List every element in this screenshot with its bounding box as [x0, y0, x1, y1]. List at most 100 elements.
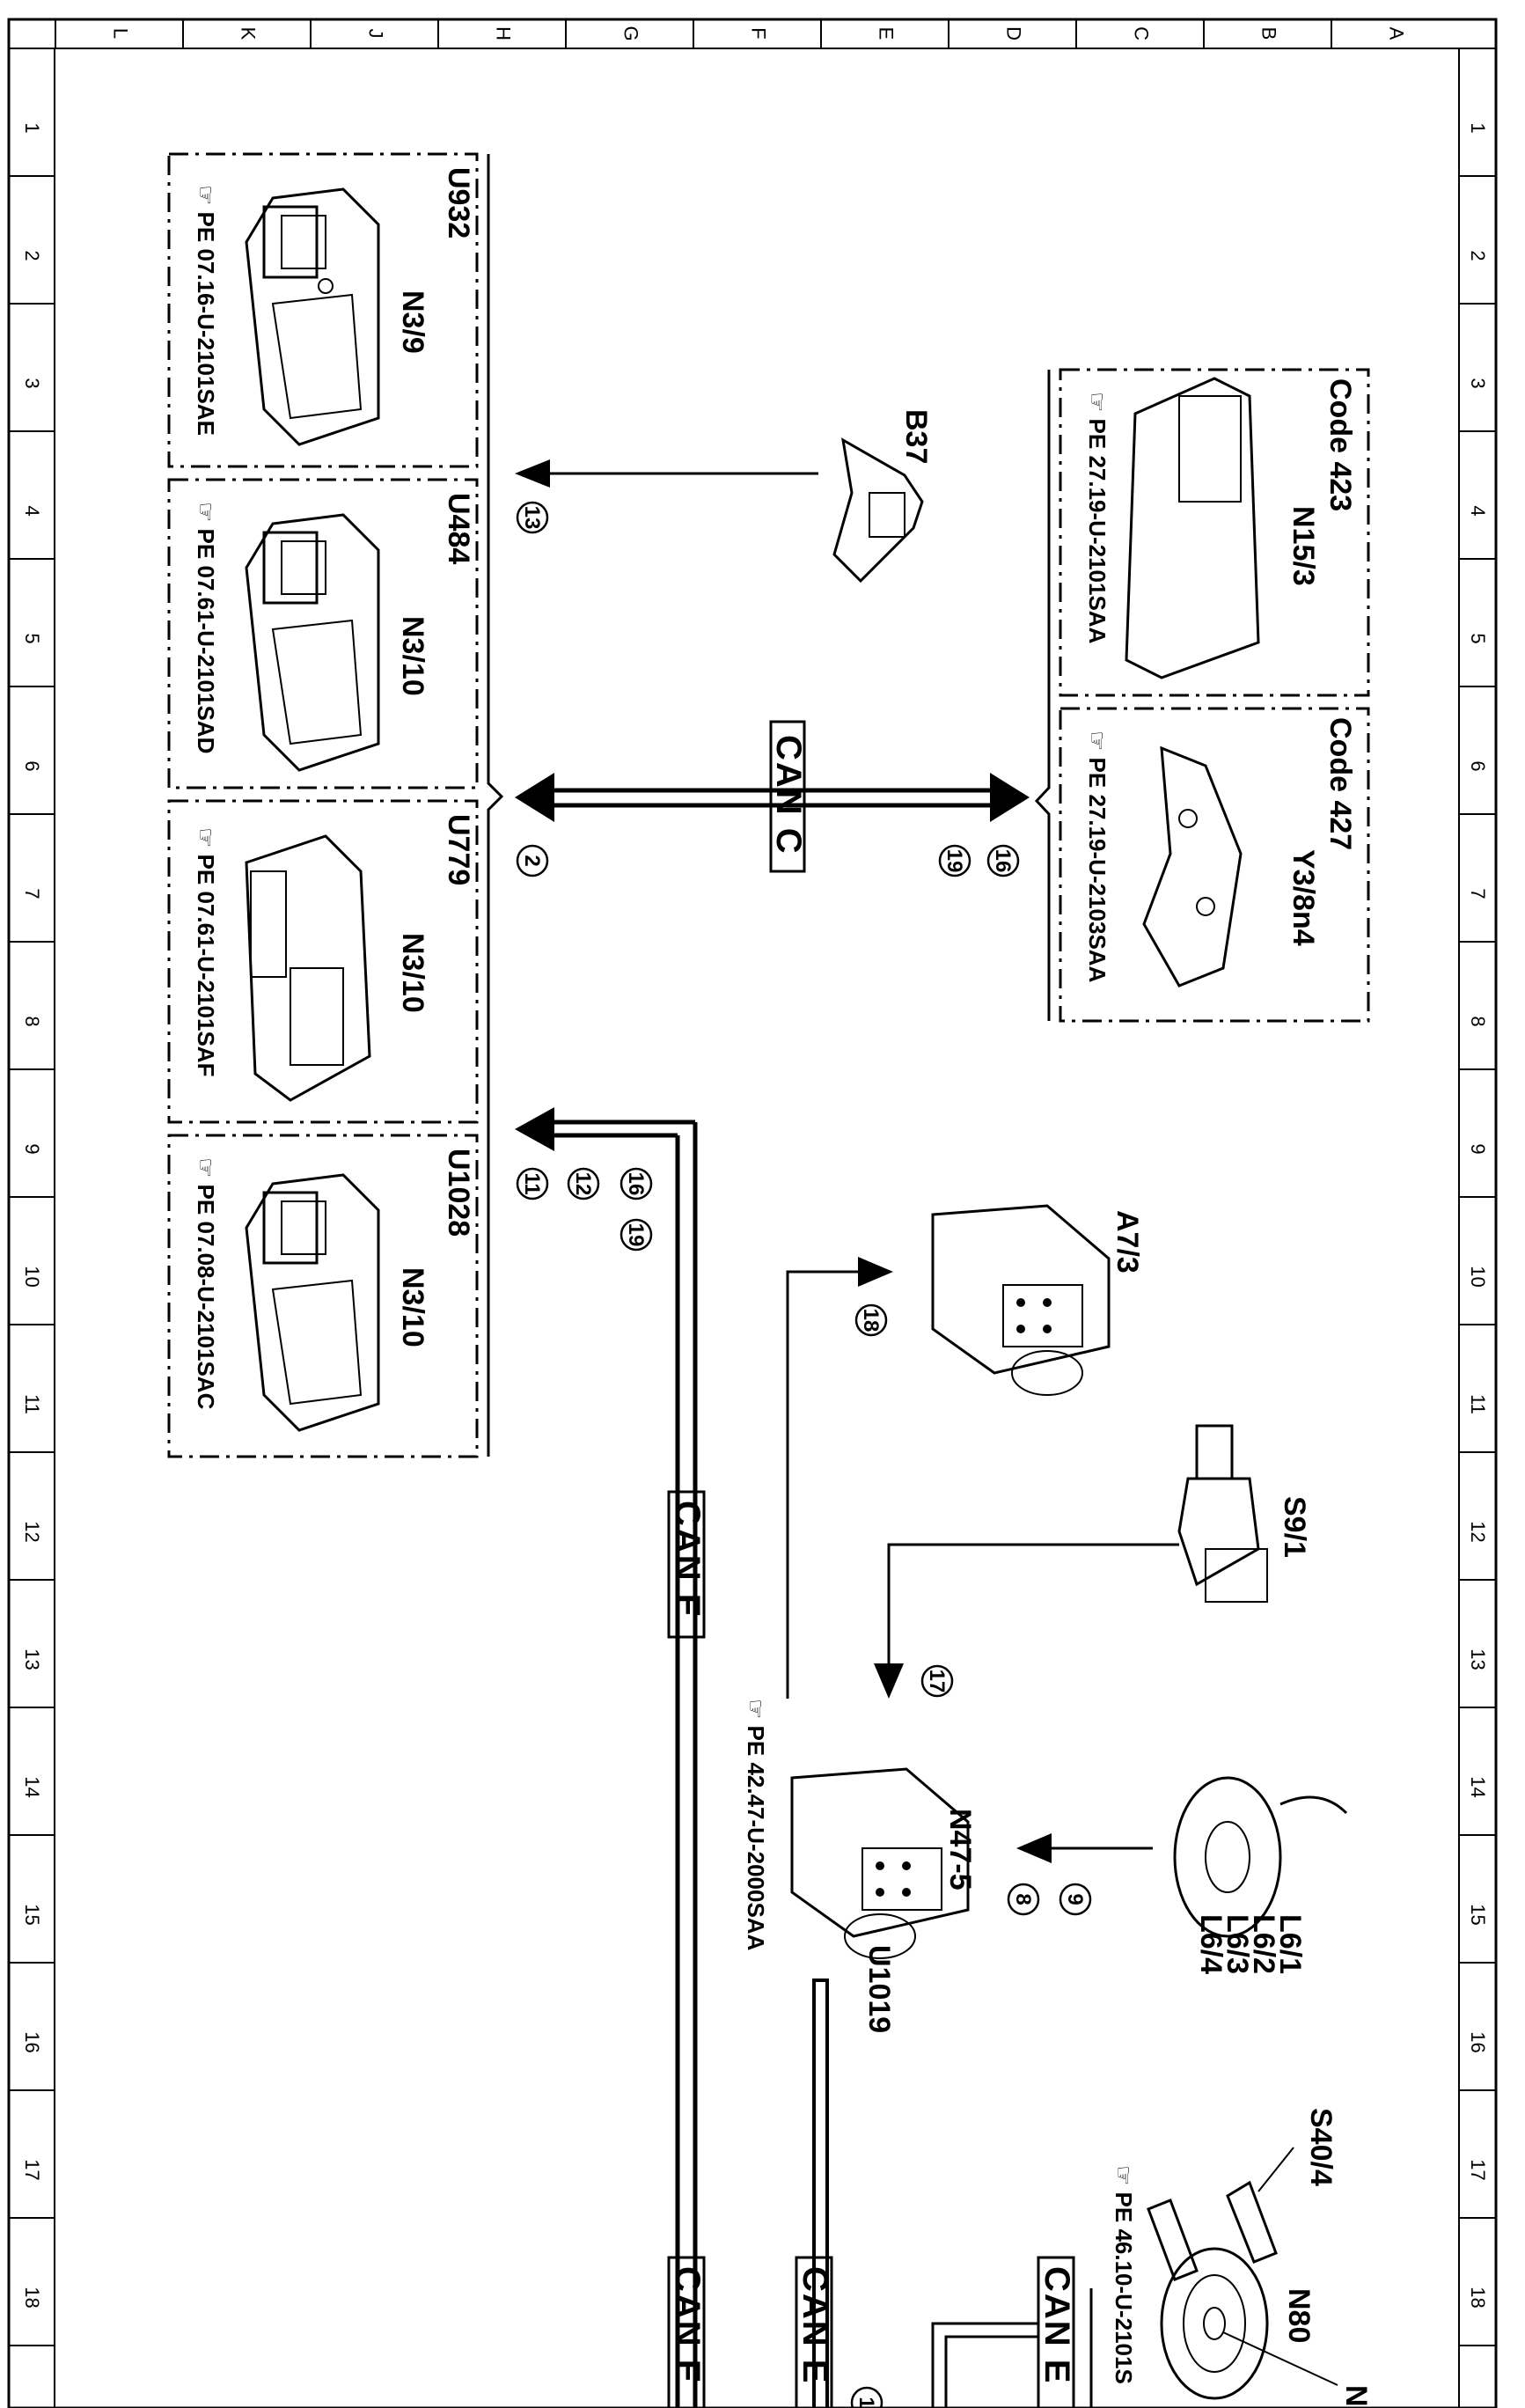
svg-text:1: 1 — [854, 2397, 878, 2408]
column-label: A — [1386, 27, 1408, 40]
row-label: 11 — [21, 1394, 43, 1414]
n80-label: N80 — [1282, 2288, 1316, 2343]
module-u779: U779 N3/10 ☞ PE 07.61-U-2101SAF — [167, 799, 479, 1124]
n47-ref: ☞ PE 42.47-U-2000SAA — [743, 1699, 769, 1951]
row-label: 1 — [21, 122, 43, 133]
signal-8: 8 — [1007, 1883, 1040, 1916]
module-id: U932 — [442, 167, 475, 239]
code-component: Y3/8n4 — [1287, 849, 1320, 946]
row-label: 7 — [21, 888, 43, 899]
hydraulic-unit-icon — [931, 1204, 1111, 1396]
module-component: N3/10 — [396, 933, 429, 1013]
row-label: 13 — [21, 1648, 43, 1670]
tone-wheel-icon — [1173, 1776, 1348, 1938]
s9-1-label: S9/1 — [1278, 1496, 1311, 1558]
row-label: 16 — [1467, 2031, 1489, 2052]
modules-bracket — [487, 154, 504, 1457]
column-label: E — [876, 27, 898, 40]
signal-2: 2 — [516, 844, 549, 877]
component-s9-1: S9/1 — [1177, 1424, 1311, 1603]
column-label: G — [620, 26, 642, 40]
signal-19b: 19 — [620, 1218, 653, 1252]
s9-1-wire — [887, 1543, 1179, 1663]
row-label: 4 — [21, 505, 43, 516]
signal-16b: 16 — [620, 1167, 653, 1200]
module-component: N3/10 — [396, 1267, 429, 1347]
svg-text:16: 16 — [624, 1172, 648, 1196]
component-s40-4: S40/4 N80 N ☞ PE 46.10-U-2101S — [1111, 2108, 1373, 2407]
module-ref: ☞ PE 07.61-U-2101SAD — [193, 502, 219, 753]
component-b37: B37 — [515, 409, 933, 584]
row-label: 18 — [21, 2287, 43, 2308]
sensor-l6-2: L6/2 — [1247, 1914, 1280, 1974]
signal-1: 1 — [850, 2386, 883, 2408]
row-label: 15 — [21, 1904, 43, 1925]
module-u484: U484 N3/10 ☞ PE 07.61-U-2101SAD — [167, 478, 479, 789]
n47-can-wire — [812, 1979, 829, 2408]
row-label: 2 — [1467, 250, 1489, 261]
steering-switch-icon — [1147, 2147, 1338, 2400]
inner-frame — [54, 48, 1460, 2408]
row-label: 15 — [1467, 1904, 1489, 1925]
n80-ref: ☞ PE 46.10-U-2101S — [1111, 2165, 1137, 2384]
ecu-icon — [245, 1173, 380, 1432]
row-label: 9 — [21, 1143, 43, 1154]
column-label: B — [1258, 27, 1280, 40]
module-u1028: U1028 N3/10 ☞ PE 07.08-U-2101SAC — [167, 1134, 479, 1458]
module-component: N3/10 — [396, 616, 429, 696]
a7-3-label: A7/3 — [1111, 1210, 1144, 1274]
row-label: 3 — [21, 378, 43, 388]
signal-11: 11 — [516, 1167, 549, 1200]
row-label: 2 — [21, 250, 43, 261]
row-label: 12 — [1467, 1521, 1489, 1542]
svg-text:2: 2 — [520, 855, 544, 866]
sensor-l6-1: L6/1 — [1273, 1914, 1307, 1974]
u1019-label: U1019 — [862, 1945, 896, 2033]
component-n47-5: N47-5 U1019 ☞ PE 42.47-U-2000SAA — [743, 1699, 977, 2033]
column-label: C — [1131, 26, 1153, 40]
n-truncated-label: N — [1339, 2385, 1373, 2407]
can-e-link-left: CAN E CAN E — [515, 1107, 707, 2408]
switch-icon — [1177, 1424, 1268, 1603]
column-label: H — [493, 26, 515, 40]
svg-text:11: 11 — [520, 1172, 544, 1194]
row-label: 6 — [1467, 760, 1489, 771]
row-label: 5 — [21, 633, 43, 643]
module-u932: U932 N3/9 ☞ PE 07.16-U-2101SAE — [167, 152, 479, 468]
row-label: 14 — [21, 1776, 43, 1797]
module-component: N3/9 — [396, 290, 429, 354]
row-label: 6 — [21, 760, 43, 771]
code-ref: ☞ PE 27.19-U-2103SAA — [1084, 730, 1111, 983]
svg-text:16: 16 — [991, 849, 1015, 873]
control-unit-icon — [1125, 377, 1260, 679]
row-label: 10 — [21, 1266, 43, 1287]
row-label: 11 — [1467, 1394, 1489, 1414]
row-label: 3 — [1467, 378, 1489, 388]
ecu-icon — [245, 513, 380, 772]
module-ref: ☞ PE 07.61-U-2101SAF — [193, 827, 219, 1076]
can-e-label-upper: CAN E — [668, 1501, 707, 1619]
svg-text:17: 17 — [925, 1670, 949, 1693]
component-a7-3: A7/3 — [931, 1204, 1144, 1396]
row-label: 18 — [1467, 2287, 1489, 2308]
column-label: D — [1003, 26, 1025, 40]
can-e-label-right: CAN E — [1037, 2266, 1076, 2384]
code-component: N15/3 — [1287, 506, 1320, 586]
module-id: U779 — [442, 814, 475, 885]
row-label: 4 — [1467, 505, 1489, 516]
signal-13: 13 — [516, 501, 549, 534]
ecu-box-icon — [245, 834, 371, 1102]
arrowhead-left — [515, 773, 554, 822]
signal-9: 9 — [1059, 1883, 1092, 1916]
abs-unit-icon — [790, 1767, 970, 1959]
svg-text:12: 12 — [571, 1172, 595, 1196]
b37-label: B37 — [899, 409, 933, 464]
can-e-label-middle: CAN E — [795, 2266, 834, 2384]
row-label: 5 — [1467, 633, 1489, 643]
svg-text:19: 19 — [624, 1223, 648, 1247]
row-label: 17 — [1467, 2159, 1489, 2180]
code-module-427: Code 427 Y3/8n4 ☞ PE 27.19-U-2103SAA — [1059, 707, 1370, 1023]
row-label: 16 — [21, 2031, 43, 2052]
